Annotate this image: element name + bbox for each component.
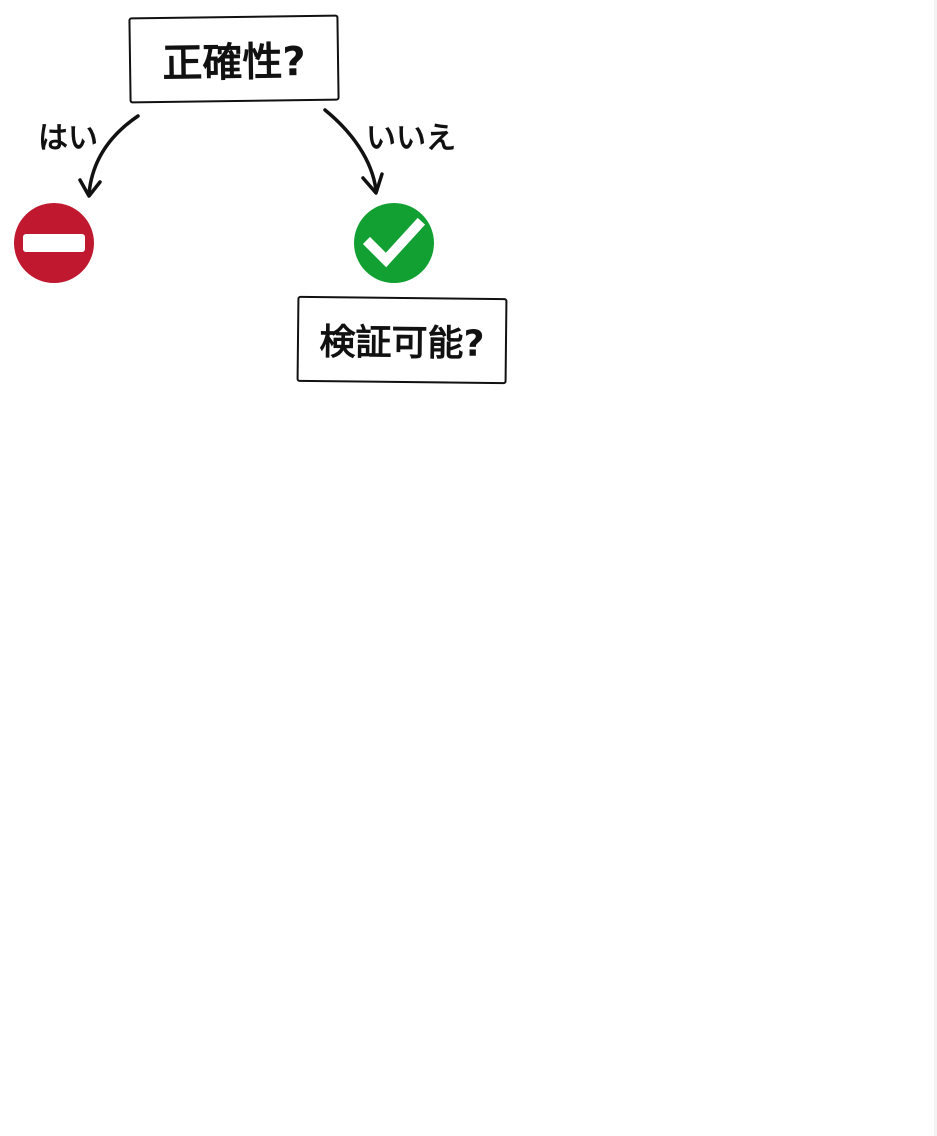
arrow-yes-head [78,178,102,198]
question-node-accuracy: 正確性? [128,14,340,104]
question-text: 検証可能? [319,322,485,365]
arrow-no [323,108,378,192]
question-node-verifiable: 検証可能? [296,295,508,385]
arrow-no-head [361,172,384,195]
edge-label-yes: はい [38,121,98,156]
no-entry-icon [14,203,94,283]
question-text: 正確性? [162,39,306,87]
page-edge [934,0,937,1136]
check-mark-icon [354,203,434,283]
arrow-yes [87,114,140,196]
edge-label-no: いいえ [366,121,456,156]
